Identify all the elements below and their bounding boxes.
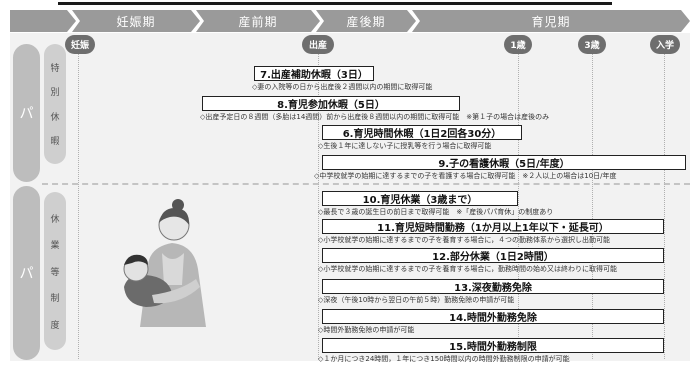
top-rule	[58, 2, 612, 5]
leave-note-7: ◇妻の入院等の日から出産後２週間以内の期間に取得可能	[252, 83, 433, 91]
line-age3	[592, 44, 593, 359]
leave-note-8: ◇出産予定日の８週間（多胎は14週間）前から出産後８週間以内の期間に取得可能 ※…	[200, 113, 550, 121]
leave-item-6: 6.育児時間休暇（1日2回各30分）	[322, 125, 522, 140]
category-char: 別	[50, 88, 60, 99]
leave-note-14: ◇時間外勤務免除の申請が可能	[318, 326, 415, 334]
leave-item-7: 7.出産補助休暇（3日）	[254, 66, 374, 81]
phase-childcare: 育児期	[412, 10, 690, 32]
category-char: 休	[50, 112, 60, 123]
section-divider	[42, 183, 690, 185]
category-char: 休	[50, 214, 60, 225]
line-pregnancy	[78, 44, 79, 359]
milestone-school: 入学	[650, 35, 680, 54]
leave-note-15: ◇１か月につき24時間，１年につき150時間以内の時間外勤務制限の申請が可能	[318, 355, 570, 363]
milestone-age1: 1歳	[504, 35, 532, 54]
leave-note-13: ◇深夜（午後10時から翌日の午前５時）勤務免除の申請が可能	[318, 296, 515, 304]
line-school	[664, 44, 665, 359]
category-leave-system: 休 業 等 制 度	[44, 192, 66, 350]
category-char: 暇	[50, 136, 60, 147]
leave-item-8: 8.育児参加休暇（5日）	[202, 96, 460, 111]
category-char: 等	[50, 267, 60, 278]
milestone-age3: 3歳	[578, 35, 606, 54]
category-char: 特	[50, 64, 60, 75]
milestone-birth: 出産	[302, 35, 334, 54]
line-age1	[518, 44, 519, 359]
leave-note-12: ◇小学校就学の始期に達するまでの子を養育する場合に，勤務時間の始め又は終わりに取…	[318, 265, 618, 273]
leave-note-6: ◇生後１年に達しない子に授乳等を行う場合に取得可能	[318, 142, 492, 150]
leave-item-10: 10.育児休業（3歳まで）	[322, 191, 518, 206]
leave-item-13: 13.深夜勤務免除	[322, 279, 664, 294]
category-char: 制	[50, 294, 60, 304]
leave-item-15: 15.時間外勤務制限	[322, 338, 664, 353]
leave-note-11: ◇小学校就学の始期に達するまでの子を養育する場合に，４つの勤務体系から選択し出勤…	[318, 236, 611, 244]
mother-and-child-icon	[123, 199, 206, 327]
category-special-leave: 特 別 休 暇	[44, 44, 66, 164]
leave-item-9: 9.子の看護休暇（5日/年度）	[322, 155, 686, 170]
category-char: 度	[50, 320, 60, 331]
milestone-pregnancy: 妊娠	[65, 35, 95, 54]
papa-label-top: パ	[13, 44, 40, 182]
phase-pregnancy: 妊娠期	[72, 10, 200, 32]
phase-prenatal: 産前期	[196, 10, 320, 32]
line-birth	[318, 44, 319, 359]
papa-label-bottom: パ	[13, 186, 40, 360]
leave-item-14: 14.時間外勤務免除	[322, 309, 664, 324]
phase-postnatal: 産後期	[316, 10, 416, 32]
leave-item-11: 11.育児短時間勤務（1か月以上1年以下・延長可）	[322, 219, 664, 234]
phase-blank	[10, 10, 76, 32]
leave-item-12: 12.部分休業（1日2時間）	[322, 248, 664, 263]
leave-note-10: ◇最長で３歳の誕生日の前日まで取得可能 ※「産後パパ育休」の制度あり	[318, 208, 554, 216]
category-char: 業	[50, 241, 60, 251]
leave-note-9: ◇中学校就学の始期に達するまでの子を看護する場合に取得可能 ※２人以上の場合は1…	[314, 172, 617, 180]
